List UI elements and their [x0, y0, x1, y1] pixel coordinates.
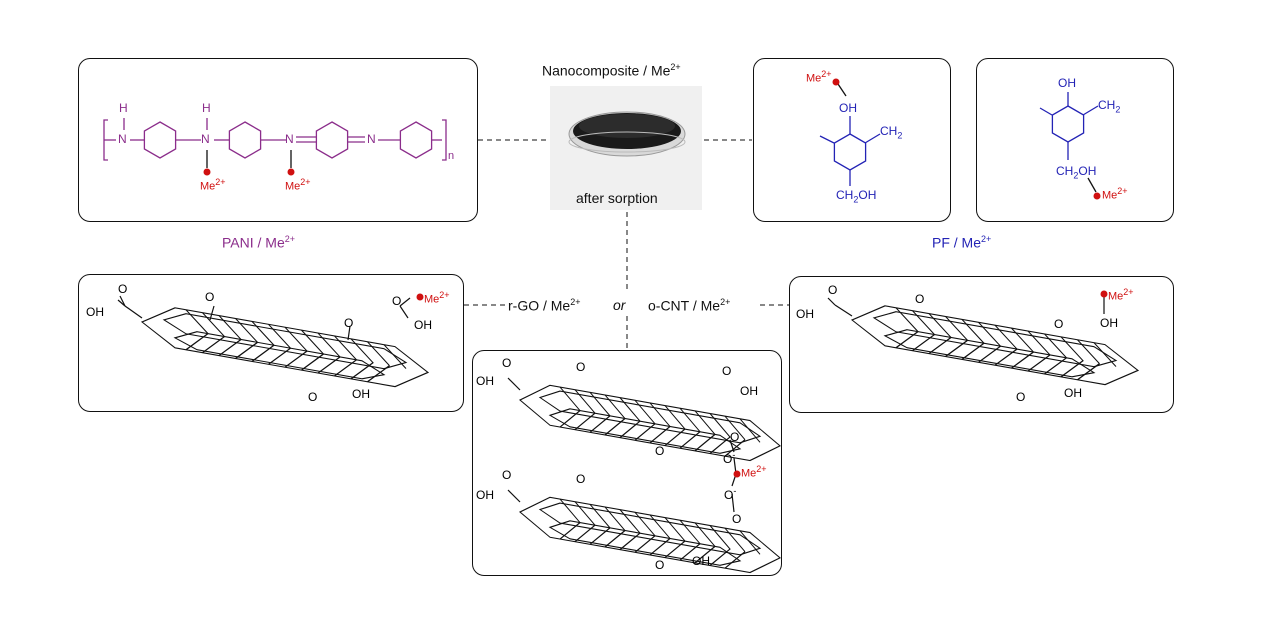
- bridge-oh-bottom-left: OH: [476, 488, 494, 502]
- ocnt-o-bottom: O: [1016, 390, 1026, 404]
- bridge-oh-bottom: OH: [692, 554, 710, 568]
- bridge-o-mid-top: O: [655, 444, 665, 458]
- pf-metal-bond-left: [837, 83, 847, 97]
- pf-right-oh: OH: [1058, 76, 1076, 90]
- pani-metal-dot-2: [287, 168, 295, 176]
- bridge-o-epoxy-top: O: [576, 360, 586, 374]
- ocnt-metal: Me2+: [1108, 287, 1134, 303]
- ocnt-oh-bottom: OH: [1064, 386, 1082, 400]
- pf-label: PF / Me2+: [932, 234, 992, 251]
- nanocomposite-title: Nanocomposite / Me2+: [542, 62, 681, 79]
- rgo-oh-bottom: OH: [352, 387, 370, 401]
- bridge-metal-dot: [733, 470, 741, 478]
- bridge-o-top: O: [502, 356, 512, 370]
- pf-structure-left: [819, 116, 881, 186]
- rgo-o-top-left: O: [118, 282, 128, 296]
- petri-dish-illustration: [568, 111, 686, 157]
- pf-right-ch2oh: CH2OH: [1056, 164, 1097, 181]
- rgo-panel: [78, 274, 464, 412]
- ocnt-o-epoxy-2: O: [1054, 317, 1064, 331]
- pani-metal-2: Me2+: [285, 177, 311, 193]
- rgo-o-top-right: O: [392, 294, 402, 308]
- ocnt-metal-dot: [1100, 290, 1108, 298]
- rgo-bonds: [117, 295, 411, 341]
- pani-atom-n2: N: [201, 132, 210, 146]
- pani-structure: [103, 118, 447, 161]
- after-sorption-caption: after sorption: [576, 190, 658, 206]
- pf-metal-dot-left: [832, 78, 840, 86]
- pani-metal-dot-1: [203, 168, 211, 176]
- pf-left-oh: OH: [839, 101, 857, 115]
- ocnt-oh-right: OH: [1100, 316, 1118, 330]
- bridge-o-bottom: O: [655, 558, 665, 572]
- bridge-o-epoxy-bottom: O: [576, 472, 586, 486]
- pf-panel-right: [976, 58, 1174, 222]
- rgo-o-epoxy: O: [205, 290, 215, 304]
- bridge-oh-top-left: OH: [476, 374, 494, 388]
- pani-metal-bonds: [206, 150, 292, 168]
- pani-atom-h2: H: [202, 101, 211, 115]
- bridge-o-carboxyl-top: O: [730, 430, 740, 444]
- bridge-o-bottom-left: O: [502, 468, 512, 482]
- pani-label: PANI / Me2+: [222, 234, 296, 251]
- rgo-sheet: [141, 301, 429, 394]
- rgo-oh-right: OH: [414, 318, 432, 332]
- pf-left-ch2: CH2: [880, 124, 903, 141]
- connector-lines: [464, 139, 789, 349]
- rgo-o-epoxy-2: O: [344, 316, 354, 330]
- rgo-oh-left: OH: [86, 305, 104, 319]
- pf-right-ch2: CH2: [1098, 98, 1121, 115]
- bridge-o-carboxyl-bottom: O: [732, 512, 742, 526]
- pf-structure-right: [1039, 92, 1099, 160]
- ocnt-o-top-left: O: [828, 283, 838, 297]
- bridge-oh-top-right: OH: [740, 384, 758, 398]
- pani-subscript-n: n: [448, 150, 455, 162]
- bridge-o-top-right: O: [722, 364, 732, 378]
- pf-left-ch2oh: CH2OH: [836, 188, 877, 205]
- or-text: or: [613, 297, 626, 313]
- rgo-label: r-GO / Me2+: [508, 297, 581, 314]
- pf-metal-bond-right: [1087, 177, 1097, 193]
- pf-panel-left: [753, 58, 951, 222]
- pf-right-metal: Me2+: [1102, 186, 1128, 202]
- rgo-o-bottom: O: [308, 390, 318, 404]
- ocnt-sheet: [851, 299, 1139, 392]
- bridge-o-minus-bottom: O-: [724, 486, 737, 502]
- bridge-metal: Me2+: [741, 464, 767, 480]
- pani-atom-n3: N: [285, 132, 294, 146]
- ocnt-label: o-CNT / Me2+: [648, 297, 731, 314]
- bridge-o-minus-top: O-: [723, 450, 736, 466]
- pani-metal-1: Me2+: [200, 177, 226, 193]
- rgo-metal: Me2+: [424, 290, 450, 306]
- pf-left-metal: Me2+: [806, 69, 832, 85]
- bridge-panel: [472, 350, 782, 576]
- bridge-sheet-bottom: [519, 491, 781, 579]
- pani-atom-n4: N: [367, 132, 376, 146]
- pani-atom-h1: H: [119, 101, 128, 115]
- rgo-metal-dot: [416, 293, 424, 301]
- pf-metal-dot-right: [1093, 192, 1101, 200]
- pani-atom-n1: N: [118, 132, 127, 146]
- ocnt-o-epoxy: O: [915, 292, 925, 306]
- ocnt-oh-left: OH: [796, 307, 814, 321]
